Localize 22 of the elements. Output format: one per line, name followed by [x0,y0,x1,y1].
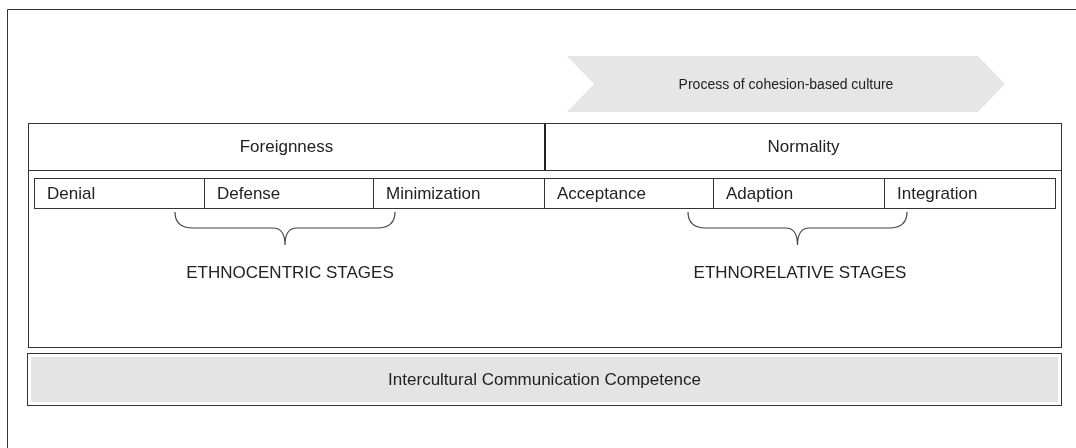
stage-group-label: ETHNOCENTRIC STAGES [186,263,394,283]
node-label: Normality [767,137,840,157]
node-label: Adaption [726,183,794,204]
stage-cell [544,178,714,209]
stage-cell [204,178,374,209]
node-label: Acceptance [557,183,646,204]
node-label: Intercultural Communication Competence [388,369,701,390]
stage-cell [34,178,205,209]
node-label: Denial [47,183,96,204]
node-label: Minimization [386,183,481,204]
node-label: Integration [897,183,978,204]
competence-bar [27,353,1062,406]
stage-cell [884,178,1056,209]
node-label: Foreignness [239,137,334,157]
category-header [29,124,546,171]
process-chevron [567,56,1005,112]
stage-cell [373,178,545,209]
stage-frame [28,123,1062,348]
stage-group-label: ETHNORELATIVE STAGES [693,263,907,283]
process-label: Process of cohesion-based culture [678,76,894,92]
stage-cell [713,178,885,209]
node-label: Defense [217,183,281,204]
